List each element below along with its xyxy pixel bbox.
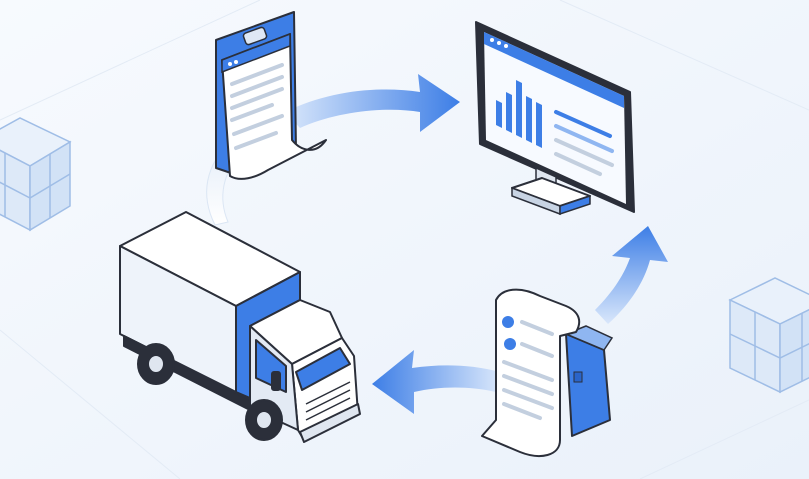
cycle-arrow-top bbox=[285, 74, 460, 132]
truck-windshield bbox=[295, 347, 351, 391]
cycle-arrow-bottom bbox=[372, 350, 500, 414]
clipboard-document-icon bbox=[215, 11, 327, 180]
truck-mirror bbox=[271, 371, 281, 391]
monitor-bar-chart bbox=[496, 80, 542, 148]
truck-wheel-front bbox=[245, 399, 283, 441]
truck-wheel-rear bbox=[137, 343, 175, 385]
box-icon-right bbox=[728, 277, 809, 394]
cycle-arrow-right bbox=[595, 226, 668, 324]
invoice-document-icon bbox=[481, 288, 614, 457]
delivery-truck-icon bbox=[119, 211, 361, 443]
truck-grille bbox=[305, 381, 351, 421]
box-icon-left bbox=[0, 117, 72, 232]
analytics-monitor-icon bbox=[475, 21, 635, 216]
